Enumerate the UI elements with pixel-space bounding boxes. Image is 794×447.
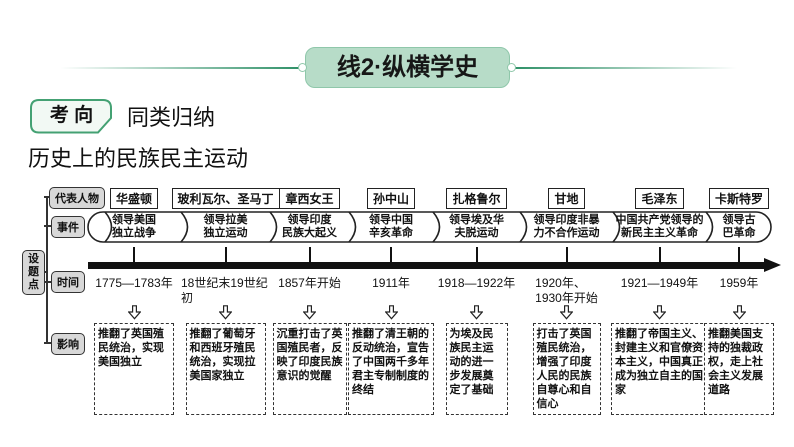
header-rule-left: [60, 67, 300, 69]
timeline-tick: [224, 247, 227, 262]
person-box: 孙中山: [366, 187, 415, 209]
timeline-axis: [87, 258, 781, 272]
person-box: 扎格鲁尔: [446, 187, 507, 209]
time-label: 1775—1783年: [95, 276, 173, 290]
person-box: 章西女王: [279, 187, 340, 209]
time-label: 1911年: [372, 276, 410, 290]
timeline-arrowhead-icon: [764, 258, 781, 272]
event-label: 领导中国 辛亥革命: [369, 214, 413, 239]
down-arrow-icon: [653, 304, 666, 320]
event-label: 领导拉美 独立运动: [203, 214, 248, 239]
down-arrow-icon: [303, 304, 316, 320]
timeline-tick: [475, 247, 478, 262]
down-arrow-icon: [127, 304, 141, 320]
badge-outline-icon: [30, 99, 112, 134]
influence-box: 推翻了帝国主义、封建主义和官僚资本主义，中国真正成为独立自主的国家: [611, 323, 708, 415]
person-box: 甘地: [548, 187, 585, 209]
bracket-stub-line: [44, 281, 52, 283]
time-label: 1920年、 1930年开始: [535, 276, 598, 305]
bracket-trunk-line: [46, 197, 48, 344]
row-label-time: 时间: [51, 271, 85, 293]
timeline-tick: [390, 247, 392, 262]
person-box: 玻利瓦尔、圣马丁: [171, 187, 280, 209]
down-arrow-icon: [732, 304, 746, 320]
timeline-tick: [738, 247, 740, 262]
timeline-tick: [658, 247, 661, 262]
page-title: 线2·纵横学史: [305, 47, 510, 88]
event-label: 领导美国 独立战争: [112, 214, 156, 239]
event-ribbon-icon: [87, 211, 772, 243]
bracket-stub-line: [44, 196, 52, 198]
badge-label: 考 向: [49, 105, 94, 126]
timeline-tick: [308, 247, 311, 262]
down-arrow-icon: [384, 304, 398, 320]
down-arrow-icon: [560, 304, 573, 320]
timeline-grid: 华盛顿 玻利瓦尔、圣马丁 章西女王 孙中山 扎格鲁尔 甘地 毛泽东 卡斯特罗 领…: [87, 185, 781, 415]
row-label-question-points: 设 题 点: [22, 250, 45, 295]
row-label-event: 事件: [51, 216, 85, 238]
event-label: 领导印度非暴 力不合作运动: [533, 214, 600, 239]
bracket-stub-line: [44, 225, 52, 227]
line-end-dot-icon: [507, 63, 516, 72]
influence-box: 沉重打击了英国殖民者，反映了印度民族意识的觉醒: [272, 323, 347, 415]
section-title: 历史上的民族民主运动: [28, 146, 249, 171]
influence-box: 推翻美国支持的独裁政权，走上社会主义发展道路: [704, 323, 774, 415]
event-label: 领导埃及华 夫脱运动: [449, 214, 504, 239]
exam-direction-badge: 考 向: [30, 99, 113, 134]
down-arrow-icon: [470, 304, 483, 320]
influence-box: 为埃及民族民主运动的进一步发展奠定了基础: [445, 323, 508, 415]
header-rule-right: [515, 67, 737, 69]
person-box: 华盛顿: [109, 187, 158, 209]
event-label: 领导古 巴革命: [722, 214, 756, 239]
timeline-tick: [133, 247, 135, 262]
row-label-people: 代表人物: [49, 187, 105, 209]
time-label: 1959年: [719, 276, 759, 290]
timeline-bar: [88, 262, 764, 269]
person-box: 毛泽东: [635, 187, 684, 209]
timeline-tick: [565, 247, 568, 262]
influence-box: 推翻了英国殖民统治，实现美国独立: [94, 323, 174, 415]
row-label-influence: 影响: [51, 333, 85, 355]
line-end-dot-icon: [298, 63, 307, 72]
time-label: 1921—1949年: [620, 276, 699, 290]
influence-box: 推翻了葡萄牙和西班牙殖民统治，实现拉美国家独立: [185, 323, 266, 415]
event-label: 中国共产党领导的 新民主主义革命: [615, 214, 704, 239]
time-label: 1857年开始: [278, 276, 341, 290]
time-label: 1918—1922年: [437, 276, 516, 290]
badge-caption: 同类归纳: [127, 105, 216, 130]
influence-box: 打击了英国殖民统治，增强了印度人民的民族自尊心和自信心: [532, 323, 601, 415]
bracket-stub-line: [44, 342, 52, 344]
person-box: 卡斯特罗: [708, 187, 769, 209]
influence-box: 推翻了清王朝的反动统治，宣告了中国两千多年君主专制制度的终结: [348, 323, 434, 415]
time-label: 18世纪末19世纪初: [181, 276, 268, 305]
down-arrow-icon: [219, 304, 232, 320]
event-label: 领导印度 民族大起义: [282, 214, 337, 239]
